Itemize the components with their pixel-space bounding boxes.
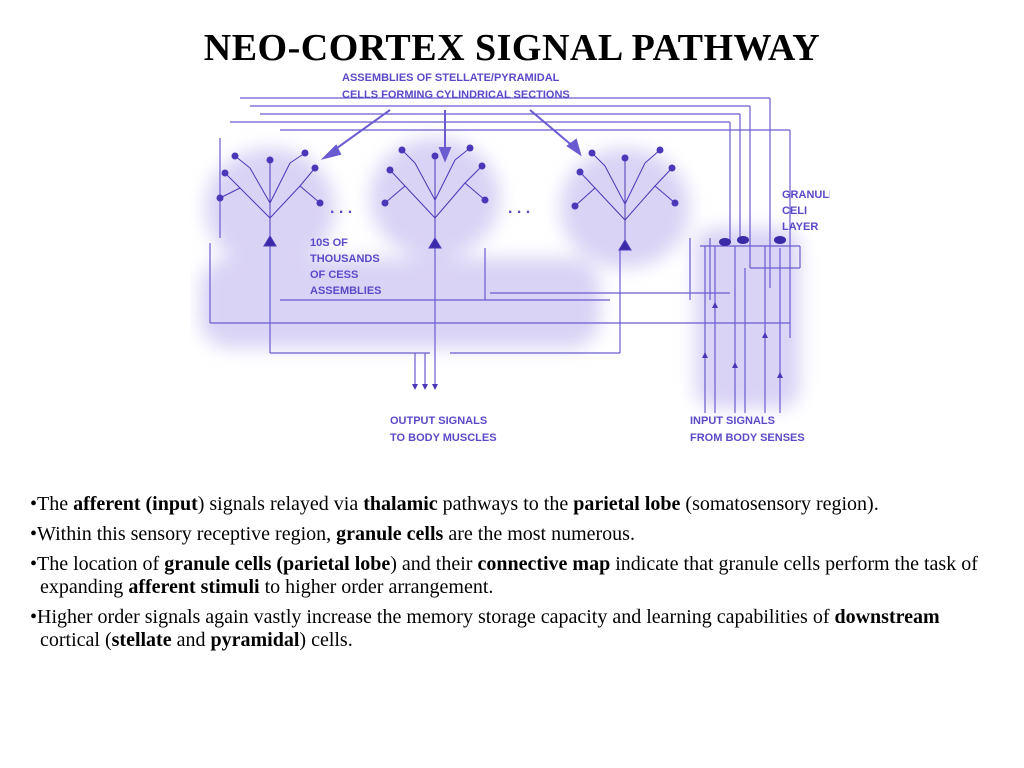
ellipsis-left: . . .: [330, 200, 352, 217]
output-label-line1: OUTPUT SIGNALS: [390, 415, 487, 427]
bullet-text: •The location of: [30, 553, 165, 575]
neuron-assembly-left: [216, 149, 324, 247]
input-label-line1: INPUT SIGNALS: [690, 415, 775, 427]
ellipsis-right: . . .: [508, 200, 530, 217]
bullet-item: •Higher order signals again vastly incre…: [30, 606, 990, 652]
granule-label-line3: LAYER: [782, 221, 818, 233]
bullet-bold-text: granule cells (parietal lobe: [164, 553, 391, 575]
count-label-line3: OF CESS: [310, 269, 358, 281]
bullet-text: (somatosensory region).: [680, 493, 879, 515]
bullet-text: pathways to the: [437, 493, 574, 515]
slide-title: NEO-CORTEX SIGNAL PATHWAY: [203, 27, 821, 69]
input-label-line2: FROM BODY SENSES: [690, 432, 805, 444]
bullet-bold-text: granule cells: [336, 523, 444, 545]
assemblies-label-line1: ASSEMBLIES OF STELLATE/PYRAMIDAL: [342, 72, 560, 84]
bullet-text: •Higher order signals again vastly incre…: [30, 606, 835, 628]
bullet-text: •Within this sensory receptive region,: [30, 523, 337, 545]
bullet-bold-text: thalamic: [363, 493, 438, 515]
bullet-text: •The: [30, 493, 74, 515]
neuron-assembly-middle: [381, 144, 489, 249]
bullet-text: ) cells.: [299, 629, 353, 651]
bullet-bold-text: stellate: [111, 629, 172, 651]
bullet-list: •The afferent (input) signals relayed vi…: [30, 493, 990, 659]
assembly-glow-group: [200, 138, 800, 408]
bullet-text: to higher order arrangement.: [259, 576, 494, 598]
bullet-text: ) and their: [390, 553, 478, 575]
output-label-line2: TO BODY MUSCLES: [390, 432, 497, 444]
neocortex-pathway-diagram: ASSEMBLIES OF STELLATE/PYRAMIDAL CELLS F…: [200, 72, 830, 444]
bullet-item: •The location of granule cells (parietal…: [30, 553, 990, 599]
neuron-assembly-right: [571, 146, 679, 251]
bullet-item: •Within this sensory receptive region, g…: [30, 523, 990, 546]
bullet-bold-text: afferent stimuli: [128, 576, 260, 598]
assemblies-label-line2: CELLS FORMING CYLINDRICAL SECTIONS: [342, 89, 570, 101]
bullet-item: •The afferent (input) signals relayed vi…: [30, 493, 990, 516]
granule-label-line1: GRANULE: [782, 189, 830, 201]
bullet-text: are the most numerous.: [443, 523, 635, 545]
bullet-bold-text: afferent (input: [73, 493, 198, 515]
label-pointer-arrows: [320, 109, 582, 163]
granule-cells: [719, 236, 786, 246]
bullet-bold-text: pyramidal: [210, 629, 300, 651]
bullet-bold-text: connective map: [477, 553, 611, 575]
bullet-bold-text: parietal lobe: [573, 493, 681, 515]
bullet-bold-text: downstream: [834, 606, 940, 628]
count-label-line1: 10S OF: [310, 237, 348, 249]
bullet-text: cortical (: [40, 629, 112, 651]
connection-lines: [209, 97, 801, 413]
count-label-line4: ASSEMBLIES: [310, 285, 382, 297]
bullet-text: indicate that granule cells perform the …: [40, 553, 978, 598]
bullet-text: ) signals relayed via: [197, 493, 364, 515]
count-label-line2: THOUSANDS: [310, 253, 380, 265]
granule-label-line2: CELI: [782, 205, 807, 217]
flow-arrow-markers: [412, 302, 783, 390]
bullet-text: and: [171, 629, 211, 651]
